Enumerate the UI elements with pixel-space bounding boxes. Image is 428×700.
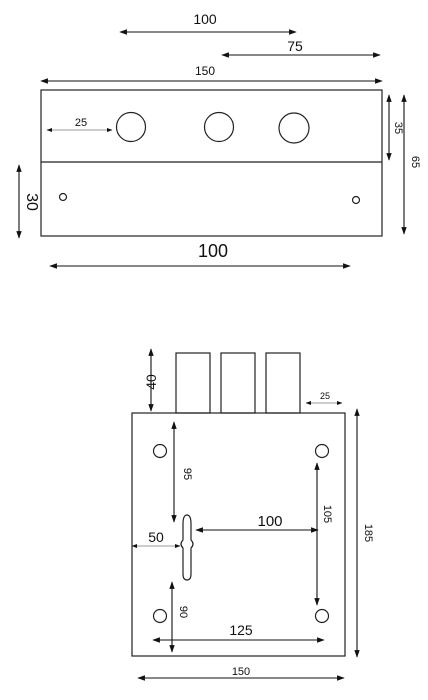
dim-label-150-bottom: 150 bbox=[232, 666, 250, 678]
dim-label-105: 105 bbox=[321, 505, 333, 523]
dim-label-35: 35 bbox=[392, 122, 404, 134]
body-hole-bottom-left bbox=[152, 608, 168, 624]
dim-label-100-mid: 100 bbox=[257, 513, 282, 530]
cylinder-hole-3 bbox=[278, 112, 310, 144]
cylinder-1 bbox=[175, 352, 211, 414]
top-view: 100 75 150 25 35 65 30 100 bbox=[16, 11, 421, 269]
dim-label-185: 185 bbox=[362, 524, 374, 542]
dim-label-90: 90 bbox=[177, 606, 189, 618]
dim-label-50: 50 bbox=[148, 529, 164, 545]
dim-label-30: 30 bbox=[23, 193, 40, 211]
dim-label-40: 40 bbox=[143, 374, 159, 390]
keyhole-slot bbox=[180, 514, 194, 581]
cylinder-hole-2 bbox=[203, 111, 235, 143]
front-view: 40 25 95 105 185 100 50 90 125 150 bbox=[131, 348, 374, 681]
cylinder-2 bbox=[220, 352, 256, 414]
lock-body bbox=[131, 412, 346, 657]
top-view-body bbox=[40, 89, 383, 237]
body-hole-top-left bbox=[152, 443, 168, 459]
dim-label-75: 75 bbox=[287, 38, 303, 54]
mount-hole-right bbox=[351, 195, 361, 205]
cylinder-hole-1 bbox=[115, 111, 147, 143]
body-hole-bottom-right bbox=[314, 608, 330, 624]
dim-label-125: 125 bbox=[229, 622, 253, 638]
dim-label-95: 95 bbox=[181, 468, 193, 480]
cylinder-3 bbox=[265, 352, 301, 414]
dim-label-25-hole: 25 bbox=[75, 117, 87, 129]
dim-label-100-bottom: 100 bbox=[198, 241, 228, 261]
dim-label-65: 65 bbox=[409, 156, 421, 168]
body-hole-top-right bbox=[314, 443, 330, 459]
dim-label-25-right: 25 bbox=[320, 391, 330, 401]
mount-hole-left bbox=[58, 192, 68, 202]
dim-label-150-top: 150 bbox=[195, 64, 215, 78]
dim-label-100-top: 100 bbox=[193, 11, 217, 27]
